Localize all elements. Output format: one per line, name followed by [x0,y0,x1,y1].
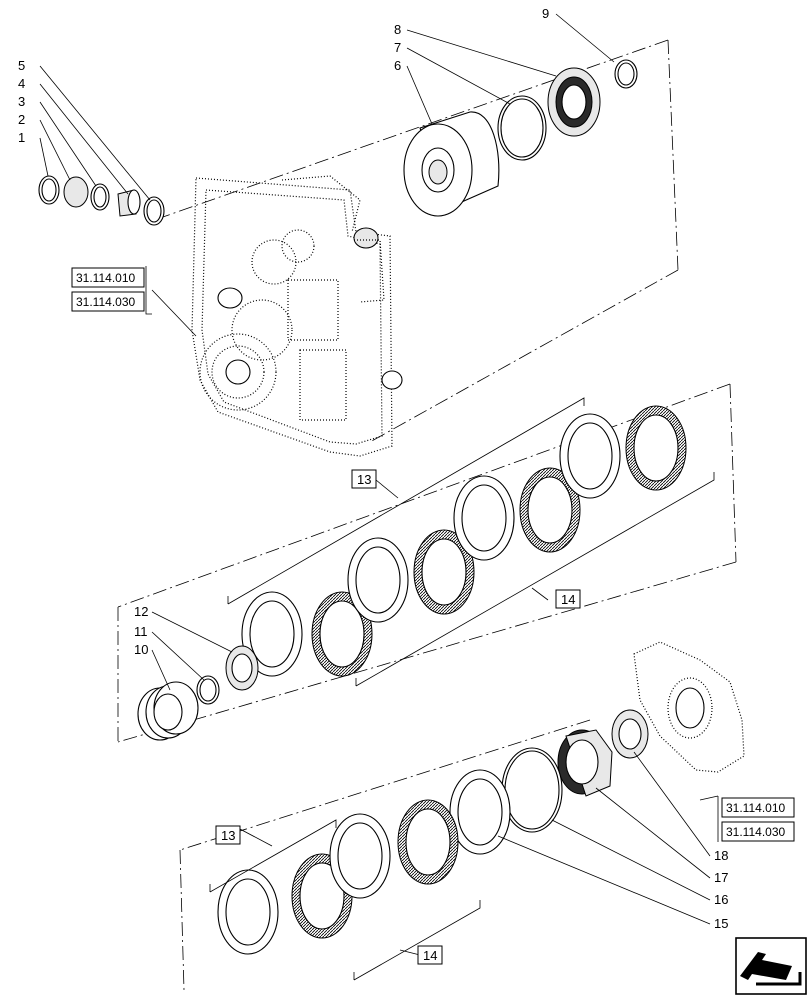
callout-9: 9 [542,6,549,21]
clutch-pack-upper [227,397,715,687]
boxed-13-lower: 13 [221,828,235,843]
parts-15-17 [449,729,613,855]
cap-2 [63,176,89,208]
parts-6-9 [403,59,638,217]
callout-11: 11 [134,624,148,639]
assembly-axes [117,39,737,991]
callout-17: 17 [714,870,728,885]
callout-7: 7 [394,40,401,55]
callout-6: 6 [394,58,401,73]
callout-4: 4 [18,76,25,91]
previous-page-arrow-icon[interactable] [735,937,807,995]
callout-5: 5 [18,58,25,73]
rear-cover [611,641,745,773]
ref-right-b: 31.114.030 [726,825,785,839]
leader-lines [39,13,719,957]
callout-numbers: 1 2 3 4 5 6 7 8 9 10 11 12 15 16 17 18 [18,6,728,931]
parts-10-12 [137,645,259,741]
callout-16: 16 [714,892,728,907]
ref-right-a: 31.114.010 [726,801,785,815]
boxed-callouts: 13 14 13 14 [215,469,581,965]
boxed-14-upper: 14 [561,592,575,607]
callout-3: 3 [18,94,25,109]
parts-1-5 [38,175,165,226]
ref-top-a: 31.114.010 [76,271,135,285]
callout-1: 1 [18,130,25,145]
callout-10: 10 [134,642,148,657]
callout-18: 18 [714,848,728,863]
transmission-housing [191,175,403,457]
boxed-13-upper: 13 [357,472,371,487]
callout-12: 12 [134,604,148,619]
reference-boxes: 31.114.010 31.114.030 31.114.010 31.114.… [71,266,795,842]
boxed-14-lower: 14 [423,948,437,963]
callout-2: 2 [18,112,25,127]
callout-15: 15 [714,916,728,931]
clutch-pack-lower [209,799,481,981]
callout-8: 8 [394,22,401,37]
ref-top-b: 31.114.030 [76,295,135,309]
